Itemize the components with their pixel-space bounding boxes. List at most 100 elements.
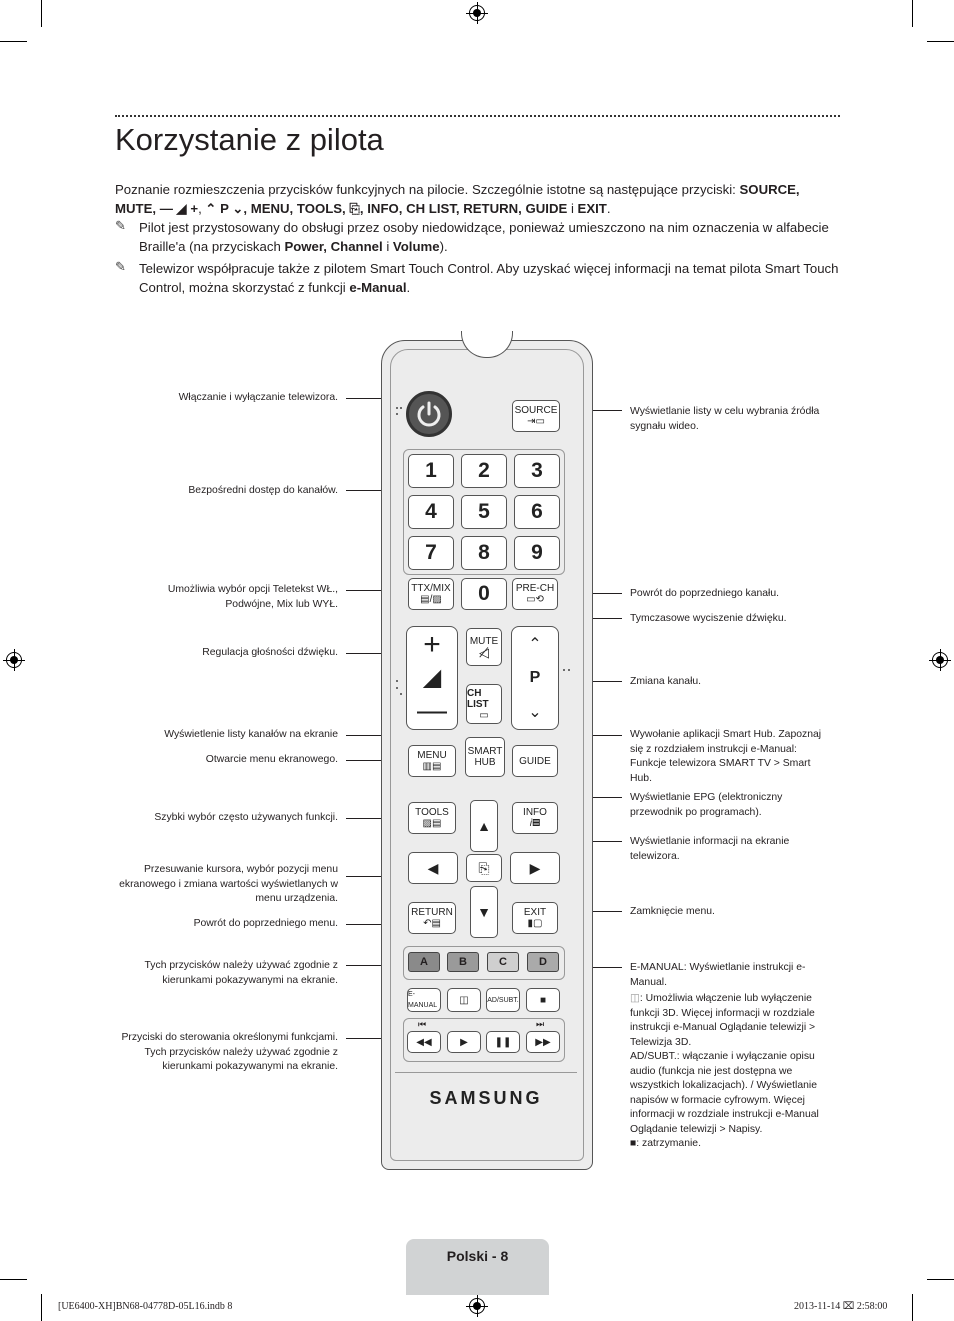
stop-button[interactable]: ■ [526, 988, 560, 1012]
e-manual-button[interactable]: E-MANUAL [407, 988, 441, 1012]
digit-9-button[interactable]: 9 [514, 536, 560, 570]
page-number-tab: Polski - 8 [406, 1239, 549, 1295]
annot-ttx: Umożliwia wybór opcji Teletekst WŁ., Pod… [167, 584, 338, 610]
page-number: Polski - 8 [446, 1248, 509, 1264]
registration-mark-right [929, 649, 951, 671]
digit-4-button[interactable]: 4 [408, 495, 454, 529]
volume-down-icon: — [417, 694, 447, 728]
right-button[interactable]: ▶ [510, 852, 560, 884]
ad-subt-button[interactable]: AD/SUBT. [486, 988, 520, 1012]
volume-up-icon: + [423, 627, 441, 661]
annot-exit: Zamknięcie menu. [630, 906, 715, 917]
pre-ch-button[interactable]: PRE-CH▭⟲ [512, 578, 558, 610]
digit-3-button[interactable]: 3 [514, 454, 560, 488]
pre-ch-icon: ▭⟲ [526, 594, 544, 605]
annot-power: Włączanie i wyłączanie telewizora. [178, 392, 338, 403]
pause-button[interactable]: ❚❚ [486, 1031, 520, 1053]
3d-button[interactable]: ◫ [447, 988, 481, 1012]
annot-menu: Otwarcie menu ekranowego. [205, 754, 338, 765]
annot-adsubt: AD/SUBT.: włączanie i wyłączanie opisu a… [630, 1051, 819, 1135]
registration-mark-left [3, 649, 25, 671]
registration-mark-top [466, 2, 488, 24]
mute-button[interactable]: MUTE◁̸ [466, 628, 502, 666]
annot-info: Wyświetlanie informacji na ekranie telew… [630, 836, 790, 862]
tools-button[interactable]: TOOLS▨▤ [408, 802, 456, 834]
digit-6-button[interactable]: 6 [514, 495, 560, 529]
print-date: 2013-11-14 ⌧ 2:58:00 [794, 1301, 888, 1312]
source-button[interactable]: SOURCE ⇥▭ [512, 400, 560, 432]
annot-source: Wyświetlanie listy w celu wybrania źródł… [630, 406, 820, 432]
registration-mark-bottom [466, 1295, 488, 1317]
return-button[interactable]: RETURN↶▤ [408, 902, 456, 934]
annot-3d: ◫: Umożliwia włączenie lub wyłączenie fu… [630, 993, 816, 1048]
ch-list-button[interactable]: CH LIST▭ [466, 684, 502, 724]
source-icon: ⇥▭ [527, 416, 545, 427]
3d-icon: ◫ [630, 993, 640, 1004]
return-icon: ↶▤ [423, 918, 441, 929]
annot-volume: Regulacja głośności dźwięku. [202, 647, 338, 658]
play-button[interactable]: ▶ [447, 1031, 481, 1053]
skip-back-icon: ⏮ [418, 1019, 427, 1029]
note-smart-touch: Telewizor współpracuje także z pilotem S… [139, 261, 839, 295]
stop-icon: ■ [630, 1138, 637, 1149]
digit-1-button[interactable]: 1 [408, 454, 454, 488]
digit-2-button[interactable]: 2 [461, 454, 507, 488]
left-button[interactable]: ◀ [408, 852, 458, 884]
arrow-left-icon: ◀ [427, 859, 439, 876]
color-b-button[interactable]: B [447, 952, 479, 972]
exit-icon: ▮▢ [527, 918, 543, 929]
annot-digits: Bezpośredni dostęp do kanałów. [188, 485, 338, 496]
arrow-down-icon: ▼ [477, 904, 491, 920]
up-button[interactable]: ▲ [470, 800, 498, 852]
channel-rocker[interactable]: ⌃ P ⌄ [511, 626, 559, 730]
annot-chlist: Wyświetlenie listy kanałów na ekranie [164, 729, 338, 740]
ttx-mix-button[interactable]: TTX/MIX▤/▨ [408, 578, 454, 610]
annot-emanual: E-MANUAL: Wyświetlanie instrukcji e-Manu… [630, 962, 806, 988]
samsung-logo: SAMSUNG [429, 1088, 543, 1108]
arrow-up-icon: ▲ [477, 818, 491, 834]
color-d-button[interactable]: D [527, 952, 559, 972]
down-button[interactable]: ▼ [470, 886, 498, 938]
channel-up-icon: ⌃ [528, 636, 542, 654]
annot-channel: Zmiana kanału. [630, 676, 702, 687]
digit-0-button[interactable]: 0 [461, 578, 507, 610]
power-button[interactable] [406, 391, 452, 437]
digit-8-button[interactable]: 8 [461, 536, 507, 570]
fast-forward-icon: ▶▶ [535, 1036, 551, 1048]
annot-playback: Przyciski do sterowania określonymi funk… [121, 1032, 338, 1072]
teletext-icon: ▤/▨ [420, 594, 442, 605]
playback-group [403, 1018, 565, 1062]
note-icon: ✎ [115, 259, 126, 274]
volume-rocker[interactable]: + ◢ — [406, 626, 458, 730]
annot-return: Powrót do poprzedniego menu. [193, 918, 338, 929]
pause-icon: ❚❚ [494, 1036, 512, 1048]
guide-button[interactable]: GUIDE [512, 745, 558, 777]
page-title: Korzystanie z pilota [115, 122, 384, 157]
digit-7-button[interactable]: 7 [408, 536, 454, 570]
info-icon: 𝑖▤ [529, 818, 541, 829]
annot-stop: ■: zatrzymanie. [630, 1138, 701, 1149]
enter-icon: ⎘ [478, 859, 490, 876]
color-c-button[interactable]: C [487, 952, 519, 972]
color-a-button[interactable]: A [408, 952, 440, 972]
channel-down-icon: ⌄ [528, 703, 542, 721]
note-icon: ✎ [115, 218, 126, 233]
fast-forward-button[interactable]: ▶▶ [526, 1031, 560, 1053]
enter-button[interactable]: ⎘ [466, 854, 502, 882]
stop-icon: ■ [539, 994, 547, 1006]
skip-forward-icon: ⏭ [536, 1019, 545, 1029]
menu-button[interactable]: MENU▥▤ [408, 745, 456, 777]
rewind-icon: ◀◀ [416, 1036, 432, 1048]
3d-icon: ◫ [459, 994, 469, 1006]
rewind-button[interactable]: ◀◀ [407, 1031, 441, 1053]
digit-5-button[interactable]: 5 [461, 495, 507, 529]
annot-color: Tych przycisków należy używać zgodnie z … [144, 960, 338, 986]
ch-list-icon: ▭ [479, 709, 489, 721]
number-pad [403, 449, 565, 575]
arrow-right-icon: ▶ [529, 859, 541, 876]
annot-tools: Szybki wybór często używanych funkcji. [154, 812, 338, 823]
exit-button[interactable]: EXIT▮▢ [512, 902, 558, 934]
volume-level-icon: ◢ [422, 664, 442, 692]
